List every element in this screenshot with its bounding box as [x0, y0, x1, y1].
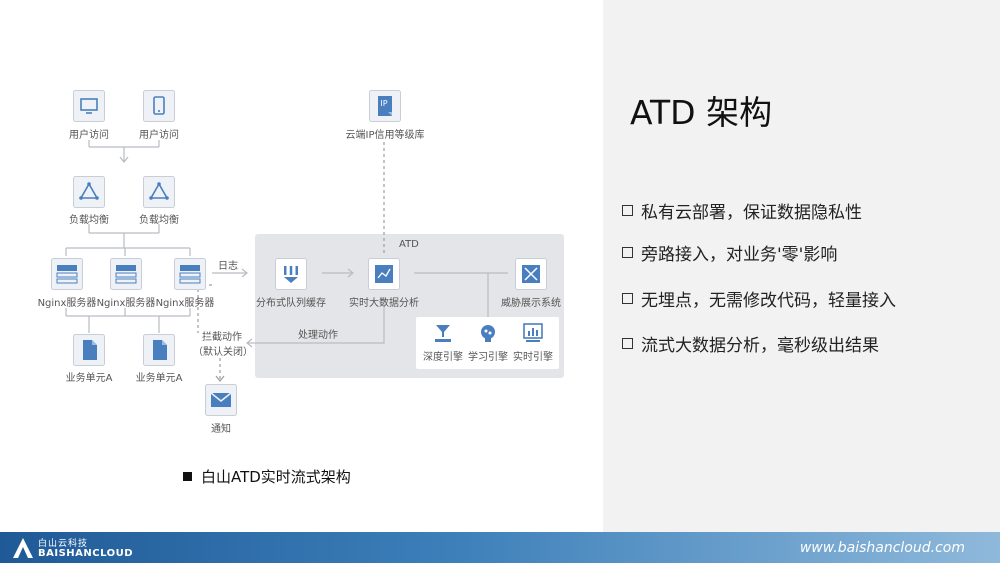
- analysis-icon: [368, 258, 400, 294]
- document-icon: [143, 334, 175, 370]
- bullet-text: 私有云部署，保证数据隐私性: [641, 203, 862, 223]
- bullet-text: 旁路接入，对业务'零'影响: [641, 245, 838, 265]
- footer-url[interactable]: www.baishancloud.com: [799, 540, 965, 556]
- block-action-default-label: （默认关闭）: [193, 347, 253, 358]
- threat-display-icon: [515, 258, 547, 294]
- server-icon: [110, 258, 142, 294]
- slide-title: ATD 架构: [630, 93, 773, 132]
- cloud-ip-db-label: 云端IP信用等级库: [345, 130, 425, 141]
- business-unit-label: 业务单元A: [135, 373, 183, 384]
- load-balancer-icon: [143, 176, 175, 212]
- handle-action-label: 处理动作: [298, 330, 338, 341]
- diagram-caption: 白山ATD实时流式架构: [183, 466, 351, 487]
- bullet-item: 流式大数据分析，毫秒级出结果: [622, 331, 879, 356]
- nginx-server-label: Nginx服务器: [96, 298, 156, 309]
- load-balancer-label: 负载均衡: [69, 215, 109, 226]
- brain-icon: [477, 322, 499, 348]
- checkbox-square-icon: [622, 338, 633, 349]
- load-balancer-label: 负载均衡: [139, 215, 179, 226]
- document-icon: [73, 334, 105, 370]
- threat-display-label: 威胁展示系统: [501, 298, 561, 309]
- realtime-engine-label: 实时引擎: [513, 352, 553, 363]
- checkbox-square-icon: [622, 293, 633, 304]
- footer-bar: 白山云科技 BAISHANCLOUD www.baishancloud.com: [0, 532, 1000, 563]
- baishan-logo-icon: [13, 538, 33, 558]
- load-balancer-icon: [73, 176, 105, 212]
- atd-label: ATD: [399, 239, 419, 250]
- deep-engine-label: 深度引擎: [423, 352, 463, 363]
- distributed-queue-label: 分布式队列缓存: [256, 298, 326, 309]
- bullet-item: 旁路接入，对业务'零'影响: [622, 240, 837, 265]
- logo-english-text: BAISHANCLOUD: [38, 548, 134, 559]
- caption-text: 白山ATD实时流式架构: [201, 468, 351, 486]
- checkbox-square-icon: [622, 205, 633, 216]
- logo-chinese-text: 白山云科技: [38, 539, 89, 549]
- ip-badge-text: IP: [380, 99, 388, 108]
- monitor-icon: [73, 90, 105, 126]
- nginx-server-label: Nginx服务器: [155, 298, 215, 309]
- right-panel: [603, 0, 1000, 532]
- bullet-item: 无埋点，无需修改代码，轻量接入: [622, 286, 896, 311]
- bullet-text: 无埋点，无需修改代码，轻量接入: [641, 291, 896, 311]
- user-access-label: 用户访问: [139, 130, 179, 141]
- funnel-icon: [432, 322, 454, 348]
- diagram-connectors: [65, 140, 508, 382]
- checkbox-square-icon: [622, 247, 633, 258]
- square-bullet-icon: [183, 472, 192, 481]
- mobile-phone-icon: [143, 90, 175, 126]
- notify-label: 通知: [211, 424, 231, 435]
- user-access-label: 用户访问: [69, 130, 109, 141]
- realtime-analysis-label: 实时大数据分析: [349, 298, 419, 309]
- mail-icon: [205, 384, 237, 420]
- learning-engine-label: 学习引擎: [468, 352, 508, 363]
- log-label: 日志: [218, 261, 238, 272]
- business-unit-label: 业务单元A: [65, 373, 113, 384]
- ip-database-icon: [369, 90, 401, 126]
- nginx-server-label: Nginx服务器: [37, 298, 97, 309]
- server-icon: [174, 258, 206, 294]
- bullet-item: 私有云部署，保证数据隐私性: [622, 198, 862, 223]
- block-action-label: 拦截动作: [202, 332, 242, 343]
- queue-icon: [275, 258, 307, 294]
- server-icon: [51, 258, 83, 294]
- bullet-text: 流式大数据分析，毫秒级出结果: [641, 336, 879, 356]
- monitor-chart-icon: [522, 322, 544, 348]
